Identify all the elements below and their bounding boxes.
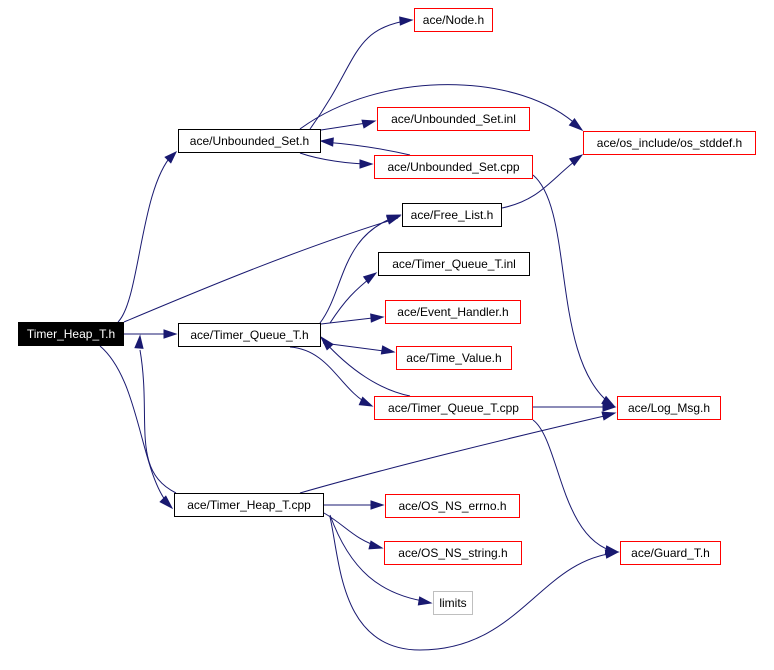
arrowhead-os-ns-string-h [368, 540, 384, 550]
edge-unbounded-set-h-to-node-h [309, 19, 411, 130]
arrowhead-os-stddef-h [568, 118, 584, 132]
edge-unbounded-set-cpp-to-unbounded-set-h [322, 141, 411, 156]
edge-timer-heap-t-cpp-to-timer-heap-t-h [139, 349, 177, 494]
node-event-handler-h[interactable]: ace/Event_Handler.h [385, 300, 521, 324]
edge-timer-heap-t-h-to-timer-heap-t-cpp [99, 345, 169, 505]
arrowhead-unbounded-set-cpp [359, 159, 374, 169]
node-os-ns-errno-h[interactable]: ace/OS_NS_errno.h [385, 494, 520, 518]
edge-timer-heap-t-cpp-to-log-msg-h [299, 413, 614, 494]
arrowhead-time-value-h [380, 345, 396, 355]
arrowhead-node-h [399, 16, 414, 26]
arrowhead-os-ns-errno-h [370, 500, 385, 510]
node-log-msg-h[interactable]: ace/Log_Msg.h [617, 396, 721, 420]
edge-unbounded-set-cpp-to-log-msg-h [532, 174, 613, 406]
arrowhead-guard-t-h [604, 549, 620, 559]
node-node-h[interactable]: ace/Node.h [414, 8, 493, 32]
arrowhead-unbounded-set-h [319, 137, 334, 147]
node-unbounded-set-inl[interactable]: ace/Unbounded_Set.inl [377, 107, 530, 131]
edge-free-list-h-to-os-stddef-h [501, 156, 581, 209]
edge-unbounded-set-h-to-os-stddef-h [299, 84, 581, 130]
node-free-list-h[interactable]: ace/Free_List.h [402, 203, 502, 227]
node-guard-t-h[interactable]: ace/Guard_T.h [620, 541, 721, 565]
arrowhead-unbounded-set-inl [361, 119, 377, 129]
node-timer-heap-t-h[interactable]: Timer_Heap_T.h [18, 322, 124, 346]
arrowhead-timer-heap-t-h [134, 334, 144, 349]
node-unbounded-set-cpp[interactable]: ace/Unbounded_Set.cpp [374, 155, 533, 179]
arrowhead-log-msg-h [602, 402, 617, 412]
arrowhead-limits [417, 596, 433, 606]
edge-timer-heap-t-h-to-free-list-h [123, 217, 399, 323]
arrowhead-free-list-h [386, 214, 402, 224]
node-timer-queue-t-h[interactable]: ace/Timer_Queue_T.h [178, 323, 321, 347]
arrowhead-timer-queue-t-cpp [358, 396, 374, 407]
edge-timer-queue-t-h-to-timer-queue-t-cpp [289, 346, 371, 406]
node-os-stddef-h[interactable]: ace/os_include/os_stddef.h [583, 131, 756, 155]
edge-timer-queue-t-cpp-to-guard-t-h [532, 419, 617, 553]
edge-timer-queue-t-h-to-time-value-h [322, 342, 393, 353]
edge-timer-heap-t-cpp-to-limits [329, 514, 430, 603]
edge-timer-heap-t-cpp-to-guard-t-h [329, 516, 617, 651]
edge-timer-heap-t-h-to-unbounded-set-h [117, 154, 173, 323]
node-timer-queue-t-cpp[interactable]: ace/Timer_Queue_T.cpp [374, 396, 533, 420]
arrowhead-log-msg-h [601, 411, 617, 421]
edge-timer-queue-t-cpp-to-timer-queue-t-h [322, 339, 411, 397]
arrowhead-timer-heap-t-cpp [159, 495, 174, 510]
arrowhead-timer-queue-t-h [319, 335, 334, 351]
arrowhead-timer-queue-t-inl [362, 272, 378, 285]
arrowhead-event-handler-h [370, 313, 385, 323]
arrowhead-unbounded-set-h [164, 150, 178, 164]
node-unbounded-set-h[interactable]: ace/Unbounded_Set.h [178, 129, 321, 153]
arrowhead-os-stddef-h [568, 154, 584, 167]
node-os-ns-string-h[interactable]: ace/OS_NS_string.h [384, 541, 522, 565]
edge-timer-queue-t-h-to-free-list-h [319, 215, 399, 324]
node-timer-heap-t-cpp[interactable]: ace/Timer_Heap_T.cpp [174, 493, 324, 517]
node-limits[interactable]: limits [433, 591, 473, 615]
arrowhead-timer-queue-t-h [163, 329, 178, 339]
node-time-value-h[interactable]: ace/Time_Value.h [396, 346, 512, 370]
node-timer-queue-t-inl[interactable]: ace/Timer_Queue_T.inl [378, 252, 530, 276]
